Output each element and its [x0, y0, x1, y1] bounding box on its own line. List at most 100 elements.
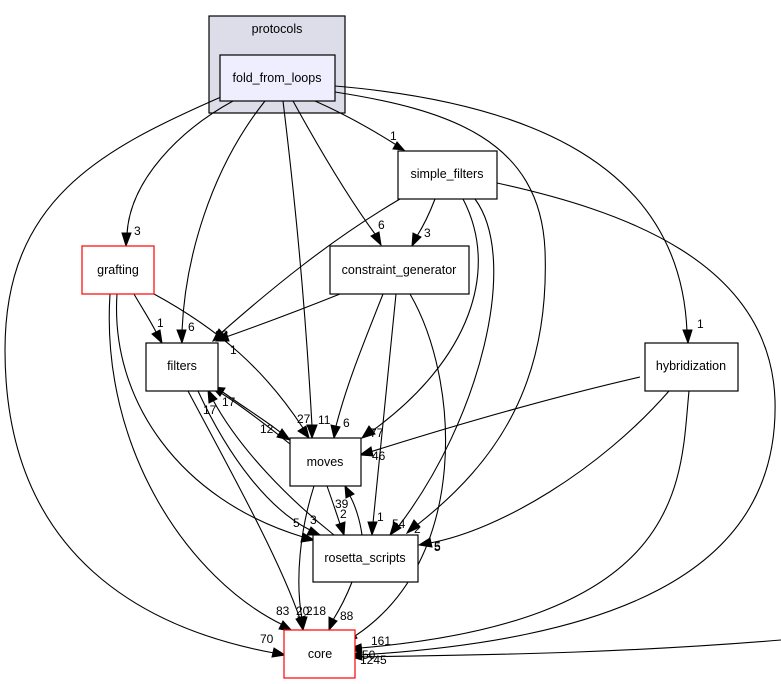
node-label: hybridization	[656, 359, 726, 373]
edge-label: 6	[378, 218, 385, 232]
edge-constraint_generator-rosetta_scripts	[372, 293, 397, 524]
node-box	[644, 342, 739, 392]
edge-fold_from_loops-rosetta_scripts	[334, 91, 546, 526]
node-moves[interactable]: moves	[289, 437, 362, 487]
edge-label: 218	[306, 604, 326, 618]
edge-fold_from_loops-moves	[282, 100, 313, 427]
arrowhead	[370, 231, 382, 247]
edge-label: 27	[297, 412, 311, 426]
edge-grafting-moves	[153, 293, 304, 429]
edge-label: 88	[340, 609, 354, 623]
arrowhead	[176, 329, 187, 345]
edge-label: 54	[392, 517, 406, 531]
edge-rosetta_scripts-moves	[349, 495, 363, 536]
edge-hybridization-core	[359, 390, 690, 649]
edge-hybridization-rosetta_scripts	[429, 390, 670, 544]
edges: 1 3 6 6 1 11 2 70 3	[4, 85, 781, 667]
edge-label: 11	[318, 413, 331, 427]
node-box	[397, 150, 498, 200]
node-label: filters	[167, 359, 197, 373]
edge-simple_filters-rosetta_scripts	[397, 198, 495, 528]
edge-label: 5	[434, 539, 441, 553]
edge-grafting-rosetta_scripts	[115, 293, 304, 538]
arrowhead	[411, 232, 422, 248]
arrowhead	[367, 521, 378, 537]
edge-moves-rosetta_scripts	[326, 485, 341, 525]
edge-grafting-filters	[133, 293, 157, 333]
node-box	[312, 534, 419, 583]
arrowhead	[207, 388, 218, 404]
edge-label: 161	[371, 634, 391, 648]
edge-label: 6	[343, 416, 350, 430]
arrowhead	[306, 424, 318, 440]
edge-rosetta_scripts-filters	[212, 399, 335, 536]
node-label: fold_from_loops	[233, 71, 322, 85]
node-fold_from_loops[interactable]: fold_from_loops	[219, 54, 336, 102]
edge-label: 50	[362, 648, 376, 662]
edge-label: 1	[157, 316, 164, 330]
arrowhead	[392, 141, 406, 151]
node-label: rosetta_scripts	[324, 551, 405, 565]
arrowhead	[360, 425, 376, 439]
node-hybridization[interactable]: hybridization	[644, 342, 739, 392]
edge-label: 2	[414, 522, 421, 536]
edge-label: 83	[276, 604, 290, 618]
node-core[interactable]: core	[283, 629, 356, 679]
node-filters[interactable]: filters	[145, 342, 219, 392]
node-rosetta_scripts[interactable]: rosetta_scripts	[312, 534, 419, 583]
edge-hybridization-moves	[369, 376, 641, 453]
edge-simple_filters-core	[359, 182, 776, 656]
edge-fold_from_loops-constraint_generator	[292, 100, 376, 235]
cluster-label: protocols	[252, 22, 303, 36]
node-label: moves	[307, 455, 344, 469]
node-grafting[interactable]: grafting	[81, 245, 155, 295]
edge-label: 3	[424, 226, 431, 240]
edge-fold_from_loops-core	[4, 96, 275, 654]
edge-label: 1	[230, 343, 237, 357]
arrowhead	[214, 331, 230, 342]
node-constraint_generator[interactable]: constraint_generator	[329, 245, 470, 295]
edge-fold_from_loops-hybridization	[334, 85, 688, 333]
edge-label: 39	[335, 497, 349, 511]
arrowhead	[344, 484, 355, 499]
edge-label: 3	[310, 513, 317, 527]
edge-fold_from_loops-grafting	[126, 100, 234, 235]
node-box	[219, 54, 336, 102]
edge-filters-core	[187, 390, 301, 620]
arrowhead	[330, 424, 341, 440]
node-label: grafting	[97, 263, 139, 277]
edge-moves-filters	[220, 392, 291, 445]
edge-label: 46	[372, 449, 386, 463]
edge-fold_from_loops-simple_filters	[314, 100, 399, 147]
edge-constraint_generator-filters	[225, 293, 341, 338]
arrowhead	[335, 521, 346, 537]
edge-fold_from_loops-filters	[181, 100, 266, 332]
edge-constraint_generator-moves	[335, 293, 384, 427]
node-label: core	[308, 647, 332, 661]
edge-label: 77	[370, 426, 384, 440]
node-label: simple_filters	[411, 167, 484, 181]
arrowhead	[271, 647, 287, 658]
arrowhead	[328, 616, 338, 632]
edge-filters-rosetta_scripts	[197, 390, 311, 531]
node-box	[289, 437, 362, 487]
arrowhead	[358, 446, 374, 457]
edge-label: 3	[134, 224, 141, 238]
edge-simple_filters-moves	[371, 198, 479, 432]
arrowhead	[306, 526, 322, 536]
edge-moves-core	[298, 485, 315, 620]
node-box	[81, 245, 155, 295]
node-box	[329, 245, 470, 295]
edge-label: 20	[296, 604, 310, 618]
edge-label: 1	[697, 317, 704, 331]
edge-label: 5	[434, 540, 441, 554]
node-label: constraint_generator	[342, 263, 457, 277]
node-simple_filters[interactable]: simple_filters	[397, 150, 498, 200]
edge-label: 17	[203, 403, 217, 417]
edge-simple_filters-filters	[220, 198, 401, 334]
edge-label: 1	[377, 510, 384, 524]
node-box	[145, 342, 219, 392]
arrowhead	[151, 329, 163, 345]
edge-label: 1	[390, 129, 397, 143]
